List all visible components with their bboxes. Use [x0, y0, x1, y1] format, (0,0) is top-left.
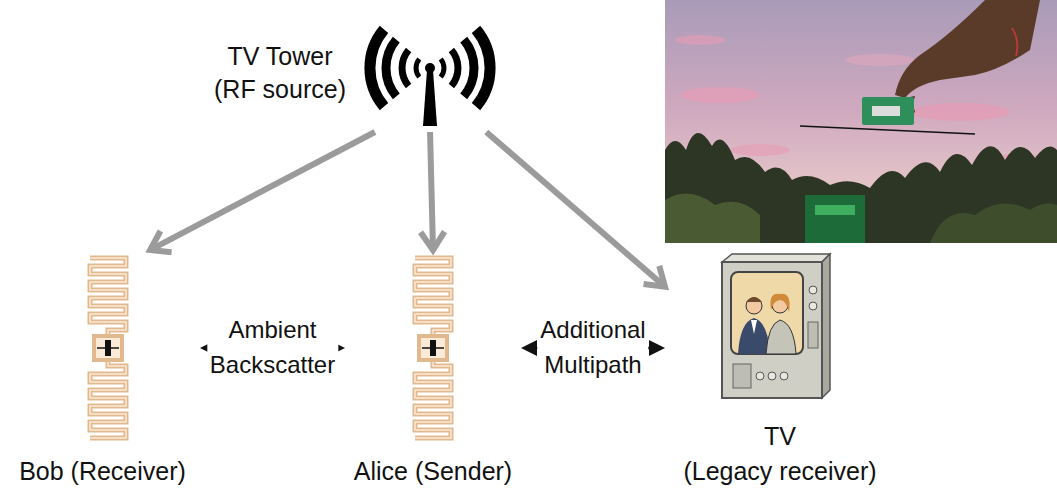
node-label: (Legacy receiver) — [683, 454, 876, 489]
node-label: Bob (Receiver) — [19, 454, 186, 489]
tag-antenna — [90, 258, 126, 438]
tower-node: TV Tower (RF source) — [205, 10, 495, 132]
node-label: TV — [764, 419, 796, 454]
edge-label: Ambient Backscatter — [207, 313, 338, 383]
connector — [150, 132, 375, 252]
connector — [486, 132, 665, 287]
sender-node: Alice (Sender) — [345, 250, 521, 495]
tv-icon — [722, 254, 830, 398]
tv-node: TV(Legacy receiver) — [665, 250, 895, 495]
node-label: TV Tower (RF source) — [205, 40, 355, 105]
photo — [665, 0, 1057, 243]
tower-icon — [370, 29, 490, 126]
node-label: Alice (Sender) — [354, 454, 512, 489]
connector — [421, 132, 445, 250]
receiver-node: Bob (Receiver) — [5, 250, 200, 495]
tag-antenna — [415, 258, 451, 438]
edge-label: Additional Multipath — [537, 313, 648, 383]
